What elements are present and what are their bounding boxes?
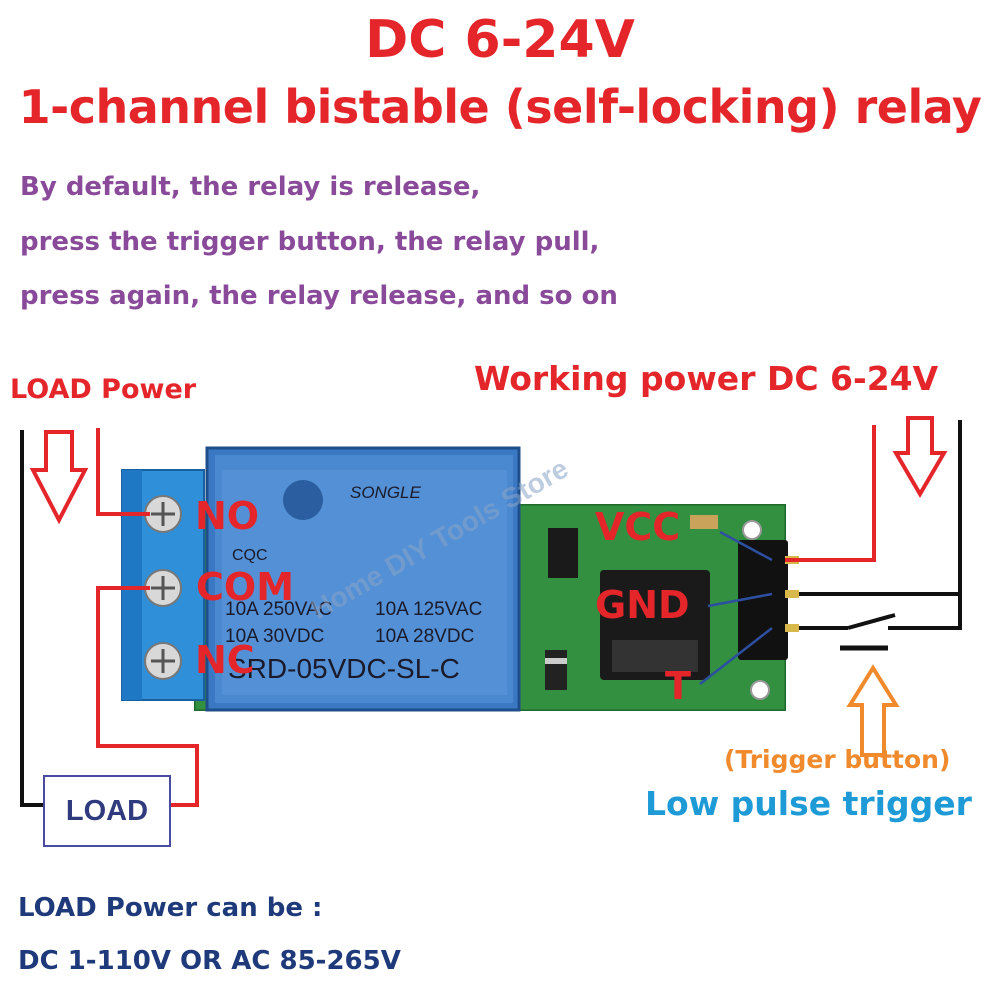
relay-cqc: CQC [232, 547, 268, 564]
wire-no-red [96, 428, 150, 516]
load-power-arrow [29, 430, 89, 525]
wire-com-red [96, 586, 199, 807]
pin-label-vcc: VCC [595, 505, 681, 549]
description-line-2: press the trigger button, the relay pull… [20, 227, 600, 257]
load-box: LOAD [43, 775, 171, 847]
header-pin-t [785, 624, 799, 632]
low-pulse-trigger-label: Low pulse trigger [645, 784, 972, 823]
pin-label-t: T [665, 664, 691, 708]
wire-gnd-black [799, 420, 962, 596]
title-line-2: 1-channel bistable (self-locking) relay [18, 80, 982, 134]
mount-hole [742, 520, 762, 540]
relay-model: SRD-05VDC-SL-C [228, 653, 460, 684]
relay-rating-2: 10A 125VAC [375, 599, 482, 620]
mount-hole [750, 680, 770, 700]
header-pin-gnd [785, 590, 799, 598]
header-pins [738, 540, 788, 660]
pin-label-nc: NC [195, 638, 255, 682]
diode [545, 650, 567, 690]
pin-label-gnd: GND [595, 583, 690, 627]
terminal-block-face [122, 470, 142, 700]
title-line-1: DC 6-24V [365, 10, 635, 70]
description-line-1: By default, the relay is release, [20, 172, 481, 202]
wire-load-black [20, 430, 43, 807]
smd-part [690, 515, 718, 529]
relay-rating-4: 10A 28VDC [375, 626, 474, 647]
vcc-pointer [719, 530, 773, 562]
trigger-button-label: (Trigger button) [724, 745, 951, 774]
t-pointer [699, 627, 773, 685]
trigger-switch [847, 613, 896, 630]
wire-trigger-black-2 [888, 594, 962, 630]
working-power-arrow [892, 416, 948, 498]
trigger-arrow [846, 664, 900, 757]
relay-label [222, 470, 507, 695]
working-power-label: Working power DC 6-24V [474, 359, 939, 398]
ic-chip [548, 528, 578, 578]
relay-logo [283, 480, 323, 520]
pin-label-no: NO [195, 494, 260, 538]
load-power-note-1: LOAD Power can be : [18, 893, 323, 923]
wire-vcc-red [785, 425, 876, 562]
load-power-label: LOAD Power [10, 374, 197, 405]
relay-brand: SONGLE [350, 483, 422, 502]
description-line-3: press again, the relay release, and so o… [20, 281, 618, 311]
gnd-pointer [707, 592, 773, 608]
relay-rating-1: 10A 250VAC [225, 599, 332, 620]
diode-band [545, 658, 567, 664]
pin-label-com: COM [196, 565, 295, 609]
load-power-note-2: DC 1-110V OR AC 85-265V [18, 946, 401, 976]
relay-rating-3: 10A 30VDC [225, 626, 324, 647]
regulator-tab [612, 640, 698, 672]
